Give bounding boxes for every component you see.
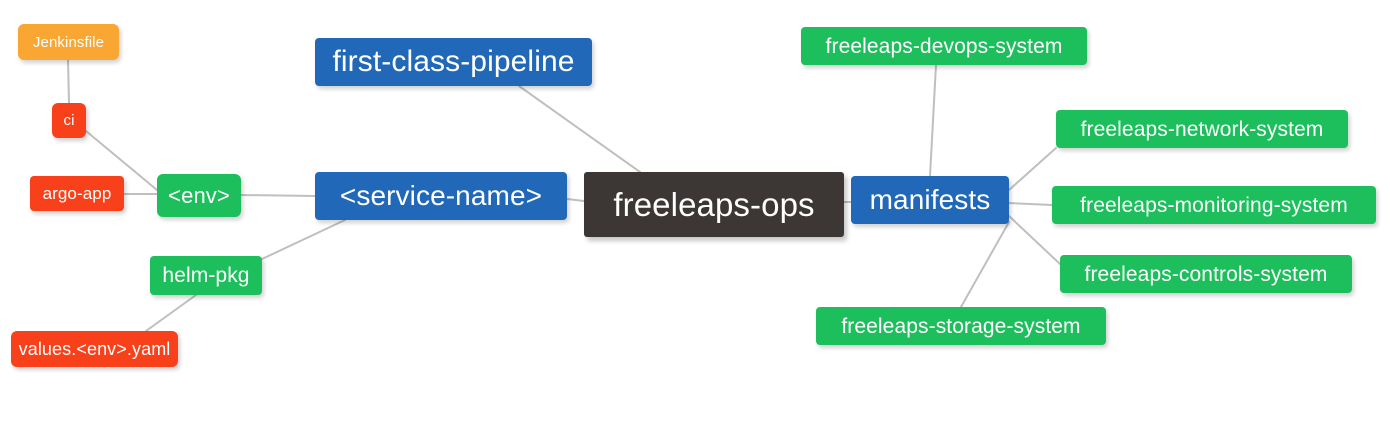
node-label: freeleaps-devops-system bbox=[825, 34, 1063, 58]
node-label: freeleaps-controls-system bbox=[1084, 262, 1328, 286]
node-first-class-pipeline[interactable]: first-class-pipeline bbox=[315, 38, 592, 86]
edge-manifests-to-freeleaps-controls-system bbox=[1008, 215, 1061, 265]
edge-helm-pkg-to-service-name bbox=[261, 219, 346, 260]
node-service-name[interactable]: <service-name> bbox=[315, 172, 567, 220]
edge-manifests-to-freeleaps-devops-system bbox=[929, 64, 937, 177]
node-freeleaps-devops-system[interactable]: freeleaps-devops-system bbox=[801, 27, 1087, 65]
node-env[interactable]: <env> bbox=[157, 174, 241, 217]
node-helm-pkg[interactable]: helm-pkg bbox=[150, 256, 262, 295]
node-label: manifests bbox=[869, 184, 991, 215]
node-label: freeleaps-ops bbox=[613, 186, 815, 223]
node-jenkinsfile[interactable]: Jenkinsfile bbox=[18, 24, 119, 60]
edge-jenkinsfile-to-ci bbox=[67, 59, 70, 104]
node-label: first-class-pipeline bbox=[332, 45, 575, 78]
edge-manifests-to-freeleaps-network-system bbox=[1008, 147, 1057, 191]
node-freeleaps-ops[interactable]: freeleaps-ops bbox=[584, 172, 844, 237]
node-freeleaps-storage-system[interactable]: freeleaps-storage-system bbox=[816, 307, 1106, 345]
edge-env-to-service-name bbox=[240, 194, 316, 197]
node-label: argo-app bbox=[42, 184, 112, 203]
node-label: freeleaps-network-system bbox=[1080, 117, 1324, 141]
node-label: Jenkinsfile bbox=[32, 33, 105, 51]
edge-values-yaml-to-helm-pkg bbox=[145, 294, 197, 332]
node-manifests[interactable]: manifests bbox=[851, 176, 1009, 224]
edge-manifests-to-freeleaps-storage-system bbox=[960, 221, 1010, 308]
node-label: ci bbox=[63, 112, 75, 129]
edge-first-class-pipeline-to-freeleaps-ops bbox=[518, 85, 641, 173]
node-label: freeleaps-monitoring-system bbox=[1080, 193, 1348, 217]
node-freeleaps-controls-system[interactable]: freeleaps-controls-system bbox=[1060, 255, 1352, 293]
node-argo-app[interactable]: argo-app bbox=[30, 176, 124, 211]
node-freeleaps-monitoring-system[interactable]: freeleaps-monitoring-system bbox=[1052, 186, 1376, 224]
node-label: <env> bbox=[168, 182, 230, 208]
node-label: <service-name> bbox=[339, 180, 543, 211]
node-label: helm-pkg bbox=[162, 264, 250, 287]
node-ci[interactable]: ci bbox=[52, 103, 86, 138]
edge-service-name-to-freeleaps-ops bbox=[566, 198, 585, 202]
node-values-yaml[interactable]: values.<env>.yaml bbox=[11, 331, 178, 367]
edge-manifests-to-freeleaps-monitoring-system bbox=[1008, 202, 1053, 206]
node-freeleaps-network-system[interactable]: freeleaps-network-system bbox=[1056, 110, 1348, 148]
node-label: freeleaps-storage-system bbox=[841, 314, 1081, 338]
node-label: values.<env>.yaml bbox=[18, 339, 171, 359]
